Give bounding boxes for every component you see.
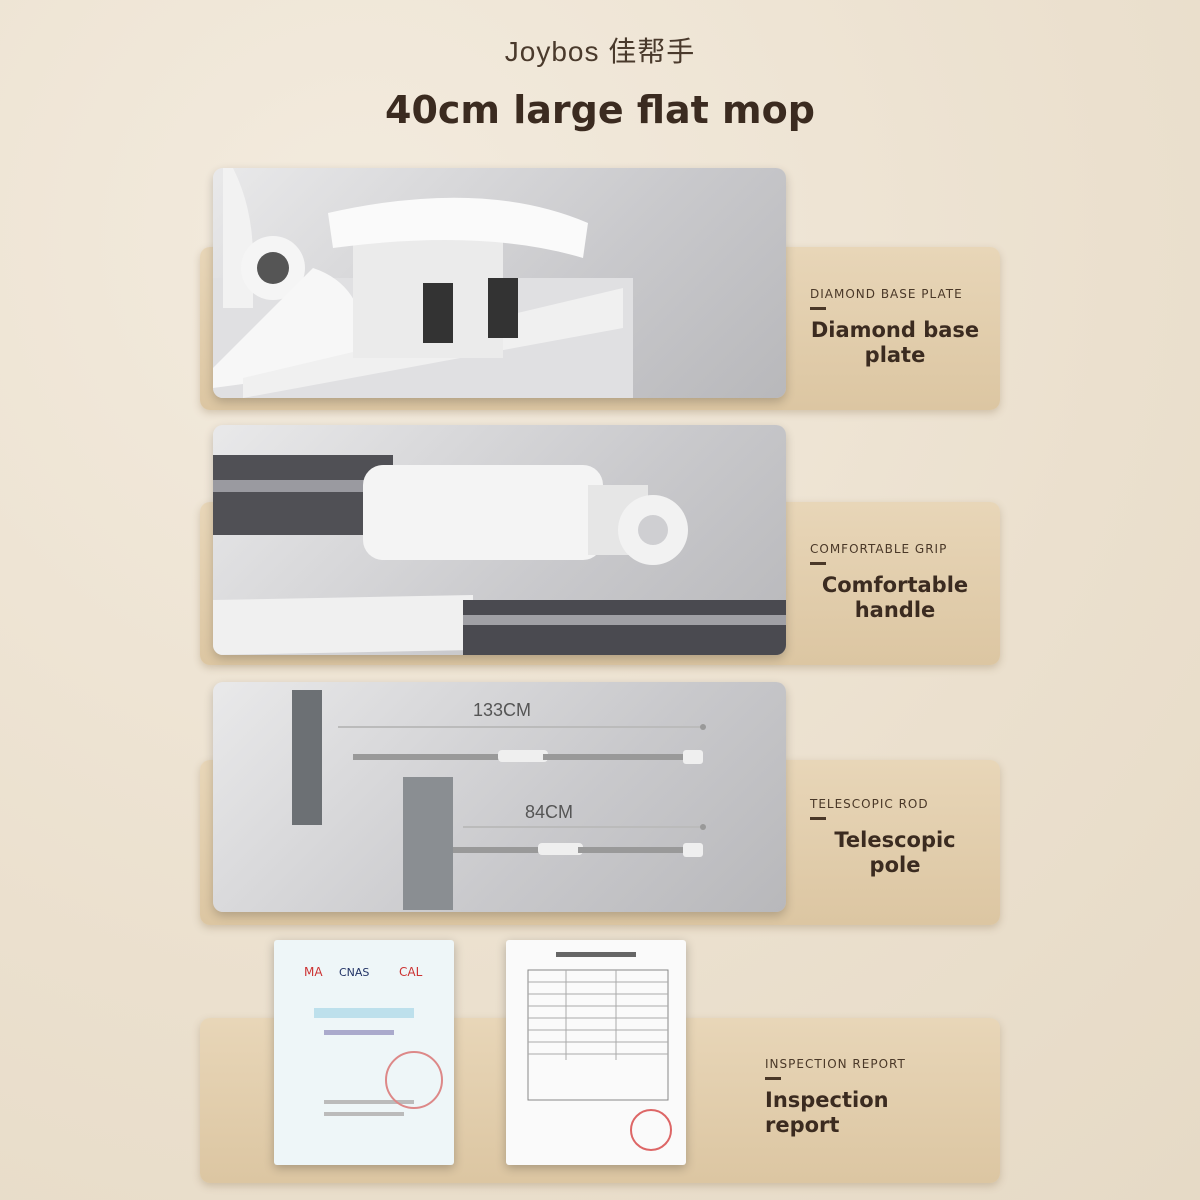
caption-big: Comfortable handle — [821, 573, 969, 622]
caption-small: COMFORTABLE GRIP — [810, 542, 948, 556]
caption-handle: COMFORTABLE GRIP Comfortable handle — [810, 542, 980, 623]
report-image — [506, 940, 686, 1165]
certificate-image: MA CNAS CAL — [274, 940, 454, 1165]
caption-dash — [765, 1077, 781, 1080]
caption-dash — [810, 307, 826, 310]
caption-dash — [810, 562, 826, 565]
caption-base-plate: DIAMOND BASE PLATE Diamond base plate — [810, 287, 980, 368]
caption-small: INSPECTION REPORT — [765, 1057, 906, 1071]
dimension-long: 133CM — [473, 700, 532, 720]
mop-handle-illustration — [213, 455, 786, 655]
certificate-illustration: MA CNAS CAL — [304, 965, 443, 1116]
caption-small: TELESCOPIC ROD — [810, 797, 929, 811]
caption-big: Inspection report — [765, 1088, 889, 1137]
cert-logo-ma: MA — [304, 965, 323, 979]
brand-logo: Joybos 佳帮手 — [504, 36, 696, 67]
caption-small: DIAMOND BASE PLATE — [810, 287, 963, 301]
caption-big: Diamond base plate — [810, 318, 980, 367]
image-base-plate — [213, 168, 786, 398]
caption-report: INSPECTION REPORT Inspection report — [765, 1057, 935, 1138]
image-handle — [213, 425, 786, 655]
cert-logo-cal: CAL — [399, 965, 423, 979]
mop-base-plate-illustration — [213, 168, 633, 398]
telescopic-pole-illustration — [292, 690, 706, 910]
dimension-short: 84CM — [525, 802, 574, 822]
caption-big: Telescopic pole — [834, 828, 956, 877]
report-illustration — [527, 952, 672, 1151]
image-pole: 133CM 84CM — [213, 682, 786, 912]
cert-logo-cnas: CNAS — [339, 966, 369, 979]
caption-dash — [810, 817, 826, 820]
caption-pole: TELESCOPIC ROD Telescopic pole — [810, 797, 980, 878]
page-title: 40cm large flat mop — [385, 88, 815, 132]
